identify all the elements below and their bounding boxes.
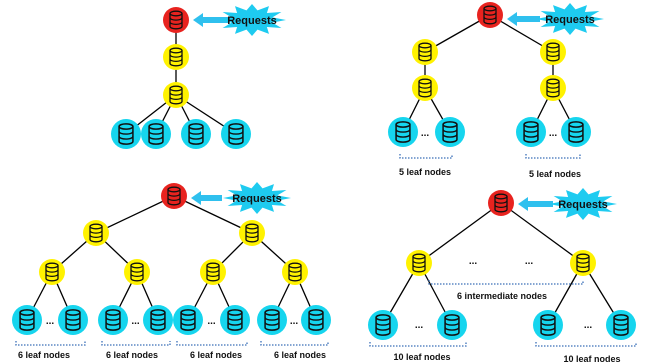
diagram-labels: ...... 5 leaf nodes 5 leaf nodes..........… bbox=[18, 128, 621, 362]
ellipsis-label: ... bbox=[46, 316, 55, 327]
leaf-node bbox=[388, 117, 418, 147]
leaf-node bbox=[181, 119, 211, 149]
leaf-node bbox=[301, 305, 331, 335]
ellipsis-label: ... bbox=[469, 256, 478, 267]
leaf-count-label: 6 leaf nodes bbox=[106, 350, 158, 360]
requests-callout: Requests bbox=[193, 4, 286, 36]
leaf-node bbox=[368, 310, 398, 340]
leaf-count-label: 6 leaf nodes bbox=[274, 350, 326, 360]
intermediate-node bbox=[282, 259, 308, 285]
leaf-node bbox=[561, 117, 591, 147]
intermediate-node bbox=[570, 250, 596, 276]
starburst-icon bbox=[218, 4, 286, 36]
leaf-group-brace bbox=[428, 280, 584, 285]
leaf-node bbox=[533, 310, 563, 340]
leaf-group-brace bbox=[15, 341, 86, 346]
requests-label: Requests bbox=[558, 199, 608, 211]
requests-label: Requests bbox=[227, 15, 277, 27]
leaf-node bbox=[58, 305, 88, 335]
requests-label: Requests bbox=[232, 193, 282, 205]
ellipsis-label: ... bbox=[549, 128, 558, 139]
intermediate-node bbox=[412, 39, 438, 65]
requests-callout: Requests bbox=[191, 182, 291, 214]
arrow-left-icon bbox=[193, 13, 228, 27]
leaf-group-brace bbox=[101, 341, 171, 346]
leaf-node bbox=[257, 305, 287, 335]
leaf-node bbox=[220, 305, 250, 335]
ellipsis-label: ... bbox=[584, 320, 593, 331]
leaf-node bbox=[516, 117, 546, 147]
arrow-left-icon bbox=[518, 197, 553, 211]
arrow-left-icon bbox=[191, 191, 222, 205]
arrow-left-icon bbox=[507, 12, 540, 26]
leaf-count-label: 5 leaf nodes bbox=[399, 167, 451, 177]
leaf-node bbox=[141, 119, 171, 149]
leaf-count-label: 10 leaf nodes bbox=[393, 352, 450, 362]
intermediate-node bbox=[200, 259, 226, 285]
leaf-group-braces bbox=[15, 154, 637, 347]
leaf-node bbox=[143, 305, 173, 335]
leaf-count-label: 6 leaf nodes bbox=[18, 350, 70, 360]
root-node bbox=[477, 2, 503, 28]
intermediate-node bbox=[163, 44, 189, 70]
intermediate-node bbox=[163, 82, 189, 108]
leaf-group-brace bbox=[176, 341, 248, 346]
leaf-node bbox=[435, 117, 465, 147]
leaf-node bbox=[606, 310, 636, 340]
intermediate-node bbox=[406, 250, 432, 276]
intermediate-node bbox=[124, 259, 150, 285]
leaf-group-brace bbox=[369, 342, 467, 347]
leaf-count-label: 10 leaf nodes bbox=[563, 354, 620, 362]
starburst-icon bbox=[536, 3, 604, 35]
starburst-icon bbox=[223, 182, 291, 214]
root-node bbox=[163, 7, 189, 33]
intermediate-node bbox=[83, 220, 109, 246]
root-node bbox=[488, 190, 514, 216]
intermediate-count-label: 6 intermediate nodes bbox=[457, 291, 547, 301]
intermediate-node bbox=[412, 75, 438, 101]
ellipsis-label: ... bbox=[415, 320, 424, 331]
ellipsis-label: ... bbox=[207, 316, 216, 327]
leaf-group-brace bbox=[525, 154, 581, 159]
root-node bbox=[161, 183, 187, 209]
intermediate-node bbox=[39, 259, 65, 285]
leaf-group-brace bbox=[535, 342, 637, 347]
leaf-node bbox=[173, 305, 203, 335]
leaf-node bbox=[98, 305, 128, 335]
ellipsis-label: ... bbox=[421, 128, 430, 139]
ellipsis-label: ... bbox=[290, 316, 299, 327]
leaf-node bbox=[12, 305, 42, 335]
requests-label: Requests bbox=[545, 14, 595, 26]
ellipsis-label: ... bbox=[525, 256, 534, 267]
intermediate-node bbox=[239, 220, 265, 246]
intermediate-node bbox=[540, 39, 566, 65]
leaf-node bbox=[221, 119, 251, 149]
tree-edge bbox=[418, 202, 502, 264]
requests-callout: Requests bbox=[507, 3, 604, 35]
requests-callout: Requests bbox=[518, 188, 617, 220]
leaf-node bbox=[437, 310, 467, 340]
tree-nodes bbox=[12, 2, 636, 340]
leaf-count-label: 6 leaf nodes bbox=[190, 350, 242, 360]
ellipsis-label: ... bbox=[131, 316, 140, 327]
leaf-group-brace bbox=[399, 154, 453, 159]
tree-edge bbox=[95, 195, 175, 234]
intermediate-node bbox=[540, 75, 566, 101]
leaf-node bbox=[111, 119, 141, 149]
leaf-count-label: 5 leaf nodes bbox=[529, 169, 581, 179]
tree-edge bbox=[173, 195, 253, 234]
starburst-icon bbox=[549, 188, 617, 220]
leaf-group-brace bbox=[260, 341, 329, 346]
tree-edge bbox=[500, 202, 584, 264]
